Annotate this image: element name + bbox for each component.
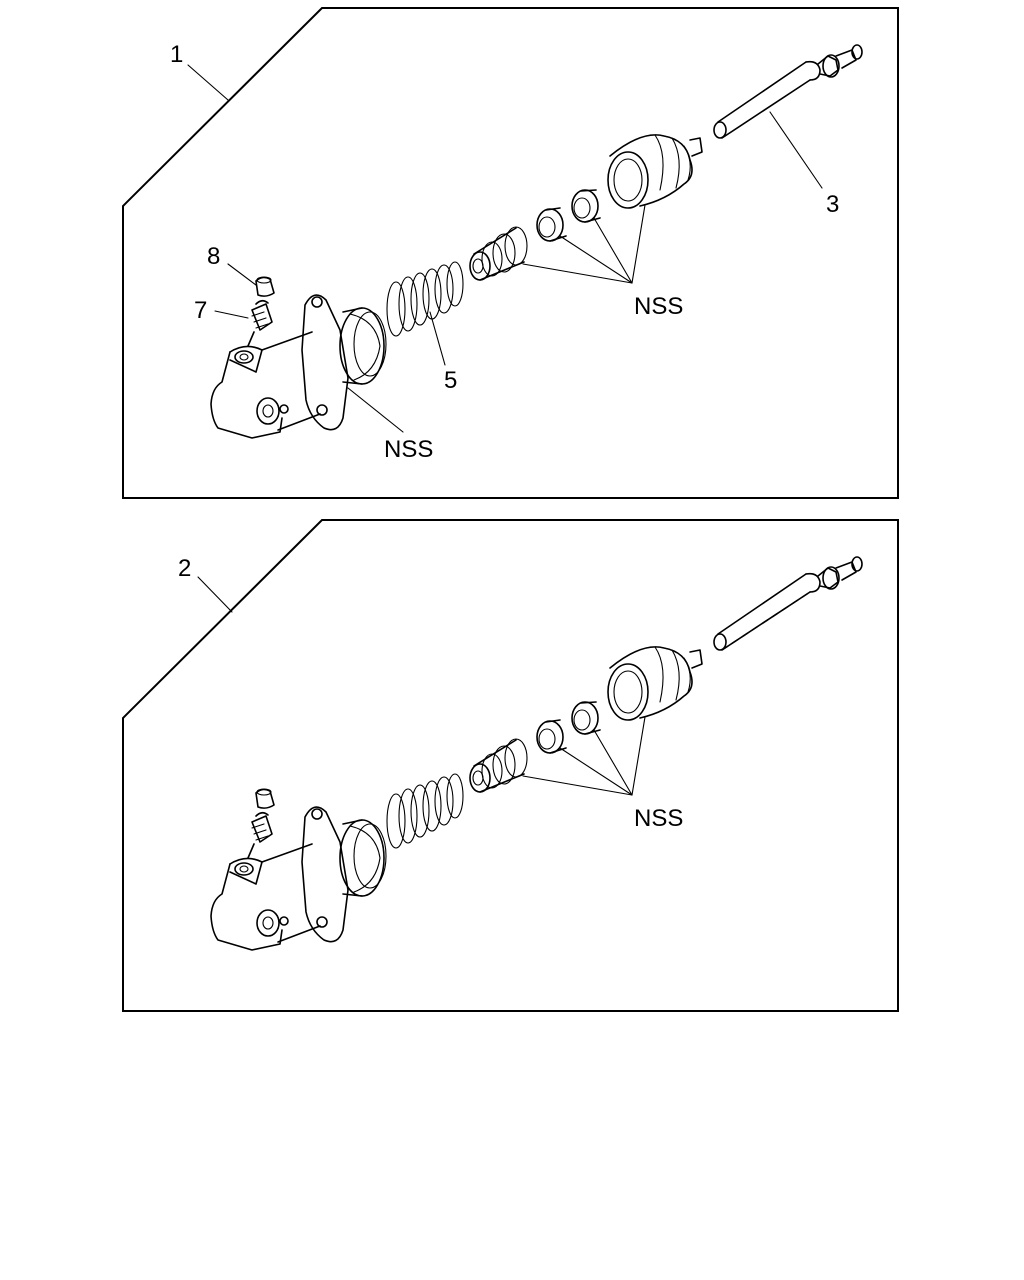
nss-body-leader	[347, 387, 404, 433]
label-part-3: 3	[826, 191, 839, 218]
label-nss-kit-1: NSS	[634, 293, 683, 320]
panel-1-frame	[122, 7, 899, 499]
label-nss-kit-2: NSS	[634, 805, 683, 832]
callout-2-leader	[197, 576, 233, 613]
label-part-7: 7	[194, 297, 207, 324]
callout-2: 2	[178, 555, 191, 582]
panel-2: 2 NSS	[122, 519, 899, 1012]
push-rod-dashed	[721, 591, 811, 651]
label-7-leader	[214, 310, 249, 319]
nss-kit-leaders-1	[522, 204, 646, 284]
label-5-leader	[429, 311, 446, 366]
label-3-leader	[769, 111, 823, 189]
label-part-8: 8	[207, 243, 220, 270]
label-8-leader	[227, 263, 257, 286]
panel-1: 1 8 7 5 3 NSS NSS	[122, 7, 899, 499]
label-part-5: 5	[444, 367, 457, 394]
panel-2-frame	[122, 519, 899, 1012]
callout-1: 1	[170, 41, 183, 68]
label-nss-body: NSS	[384, 436, 433, 463]
callout-1-leader	[187, 64, 229, 101]
nss-kit-leaders-2	[522, 716, 646, 796]
